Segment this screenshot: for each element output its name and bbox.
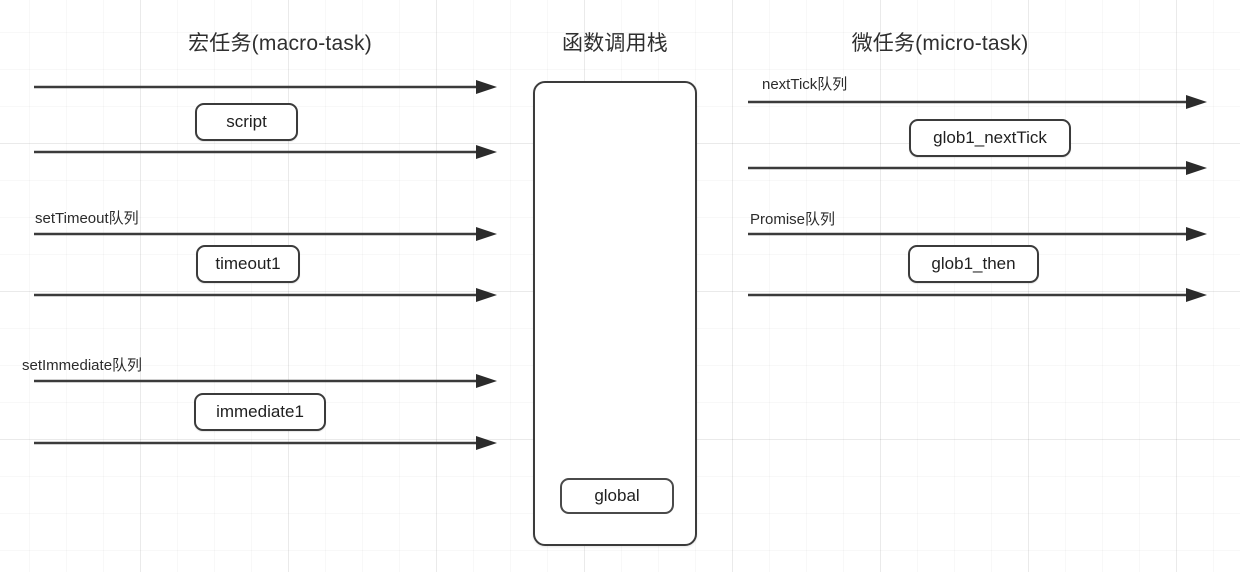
micro-queue-2-arrow-top bbox=[748, 227, 1207, 241]
micro-task-box-glob1-then[interactable]: glob1_then bbox=[908, 245, 1039, 283]
macro-queue-2-arrow-bottom bbox=[34, 288, 497, 302]
micro-queue-2-arrow-bottom bbox=[748, 288, 1207, 302]
macro-queue-1-arrow-top bbox=[34, 80, 497, 94]
macro-queue-1-arrow-bottom bbox=[34, 145, 497, 159]
macro-queue-3-arrow-bottom bbox=[34, 436, 497, 450]
macro-queue-2-arrow-top bbox=[34, 227, 497, 241]
micro-queue-label-nexttick: nextTick队列 bbox=[762, 76, 848, 93]
micro-queue-label-promise: Promise队列 bbox=[750, 211, 836, 228]
micro-task-column-title: 微任务(micro-task) bbox=[851, 32, 1029, 55]
call-stack-column-title: 函数调用栈 bbox=[562, 32, 668, 55]
macro-queue-label-settimeout: setTimeout队列 bbox=[35, 210, 139, 227]
macro-task-box-immediate1[interactable]: immediate1 bbox=[194, 393, 326, 431]
macro-task-box-script[interactable]: script bbox=[195, 103, 298, 141]
macro-queue-3-arrow-top bbox=[34, 374, 497, 388]
micro-queue-1-arrow-top bbox=[748, 95, 1207, 109]
macro-task-column-title: 宏任务(macro-task) bbox=[188, 32, 372, 55]
call-stack-container: global bbox=[533, 81, 697, 546]
macro-queue-label-setimmediate: setImmediate队列 bbox=[22, 357, 143, 374]
micro-task-box-glob1-nexttick[interactable]: glob1_nextTick bbox=[909, 119, 1071, 157]
macro-task-box-timeout1[interactable]: timeout1 bbox=[196, 245, 300, 283]
micro-queue-1-arrow-bottom bbox=[748, 161, 1207, 175]
call-stack-frame-global[interactable]: global bbox=[560, 478, 674, 514]
